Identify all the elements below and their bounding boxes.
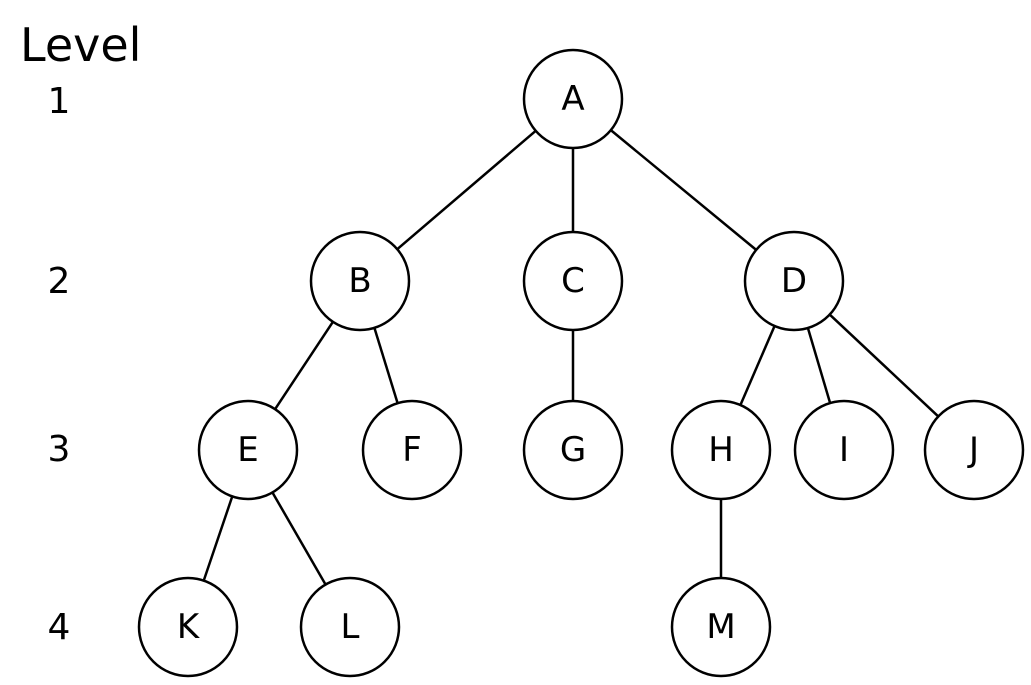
node-circle [137, 576, 239, 678]
node-m: M [670, 576, 772, 678]
node-label: I [839, 430, 849, 470]
level-column-header: Level [20, 18, 142, 72]
node-circle [309, 230, 411, 332]
node-circle [197, 399, 299, 501]
node-i: I [793, 399, 895, 501]
node-l: L [299, 576, 401, 678]
node-circle [299, 576, 401, 678]
level-label-1: 1 [47, 81, 71, 122]
node-circle [361, 399, 463, 501]
node-a: A [522, 48, 624, 150]
node-circle [522, 399, 624, 501]
node-label: G [560, 430, 586, 470]
node-label: E [237, 430, 258, 470]
node-c: C [522, 230, 624, 332]
node-circle [743, 230, 845, 332]
node-label: C [561, 261, 585, 301]
node-f: F [361, 399, 463, 501]
node-d: D [743, 230, 845, 332]
node-circle [522, 230, 624, 332]
node-label: H [708, 430, 734, 470]
node-e: E [197, 399, 299, 501]
node-h: H [670, 399, 772, 501]
edge-a-b [396, 129, 537, 251]
edge-b-e [274, 321, 334, 410]
node-label: B [348, 261, 371, 301]
edges-layer [202, 129, 940, 586]
node-circle [670, 576, 772, 678]
edge-b-f [373, 327, 399, 404]
node-circle [522, 48, 624, 150]
edge-e-k [202, 496, 234, 581]
edge-d-h [739, 325, 776, 406]
node-label: A [561, 79, 584, 119]
node-label: L [341, 607, 360, 647]
node-label: J [967, 430, 979, 470]
node-label: D [781, 261, 807, 301]
edge-d-j [828, 313, 940, 418]
nodes-layer: A B C D E F G H I J K L M [137, 48, 1025, 678]
node-b: B [309, 230, 411, 332]
node-circle [923, 399, 1025, 501]
node-circle [793, 399, 895, 501]
edge-e-l [271, 491, 327, 586]
node-j: J [923, 399, 1025, 501]
level-label-2: 2 [47, 261, 71, 302]
edge-a-d [610, 129, 757, 251]
level-label-3: 3 [47, 429, 71, 470]
node-k: K [137, 576, 239, 678]
node-g: G [522, 399, 624, 501]
node-label: M [706, 607, 735, 647]
node-label: F [402, 430, 422, 470]
node-circle [670, 399, 772, 501]
node-label: K [177, 607, 201, 647]
edge-d-i [806, 327, 832, 404]
level-label-4: 4 [47, 607, 71, 648]
